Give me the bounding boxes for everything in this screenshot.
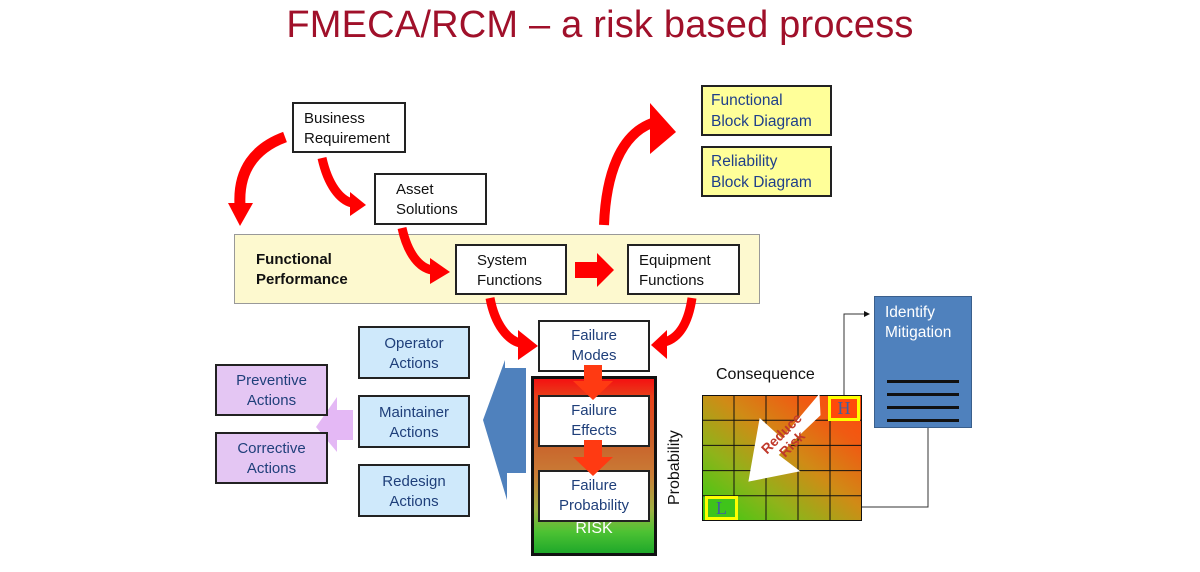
box-line: Actions (389, 424, 439, 441)
system-functions-box: System Functions (455, 244, 567, 295)
box-line: Functions (477, 272, 543, 289)
box-line: Failure (571, 327, 617, 344)
box-line: Reliability (711, 153, 778, 170)
maintainer-actions-box: Maintainer Actions (358, 395, 470, 448)
high-risk-marker: H (828, 396, 860, 421)
equipment-functions-box: Equipment Functions (627, 244, 740, 295)
box-line: Block Diagram (711, 113, 812, 130)
failure-effects-box: Failure Effects (538, 395, 650, 447)
arrow-business-to-asset (317, 156, 354, 208)
box-line: Actions (246, 460, 297, 477)
slide-title: FMECA/RCM – a risk based process (286, 4, 914, 46)
arrow-head (430, 258, 450, 284)
box-line: Modes (571, 347, 617, 364)
arrow-head (350, 192, 366, 216)
low-risk-marker: L (705, 496, 738, 520)
arrow-asset-to-system (397, 226, 434, 275)
mitigation-line-2: Mitigation (885, 324, 952, 341)
label-line-1: Functional (256, 251, 332, 268)
box-line: Equipment (639, 252, 711, 269)
redesign-actions-box: Redesign Actions (358, 464, 470, 517)
box-line: Functions (639, 272, 705, 289)
document-text-line (887, 380, 959, 383)
box-line: Solutions (396, 201, 458, 218)
arrow-system-to-failure-modes (485, 297, 522, 348)
box-line: Maintainer (378, 404, 450, 421)
preventive-actions-box: Preventive Actions (215, 364, 328, 416)
purple-arrow-to-preventive-corrective (316, 397, 353, 452)
box-line: System (477, 252, 528, 269)
risk-label: RISK (575, 520, 613, 537)
box-line: Business (304, 110, 365, 127)
box-line: Operator (384, 335, 444, 352)
functional-performance-label: Functional Performance (256, 250, 348, 290)
failure-modes-box: Failure Modes (538, 320, 650, 372)
blue-arrow-to-actions (483, 360, 526, 500)
arrow-head (651, 330, 667, 359)
arrow-to-block-diagrams (599, 118, 655, 226)
arrow-business-to-band (234, 131, 288, 206)
box-line: Redesign (382, 473, 446, 490)
business-requirement-box: Business Requirement (292, 102, 406, 153)
corrective-actions-box: Corrective Actions (215, 432, 328, 484)
mitigation-line-1: Identify (885, 304, 935, 321)
arrow-modes-to-effects (573, 365, 613, 400)
box-line: Failure (571, 477, 617, 494)
box-line: Actions (389, 355, 439, 372)
probability-axis-label: Probability (666, 430, 683, 505)
box-line: Preventive (236, 372, 307, 389)
asset-solutions-box: Asset Solutions (374, 173, 487, 225)
connector-arrowhead (864, 311, 870, 317)
reliability-block-diagram-box: Reliability Block Diagram (701, 146, 832, 197)
consequence-axis-label: Consequence (716, 366, 815, 383)
box-line: Failure (571, 402, 617, 419)
operator-actions-box: Operator Actions (358, 326, 470, 379)
functional-block-diagram-box: Functional Block Diagram (701, 85, 832, 136)
reduce-risk-arrow (748, 395, 821, 482)
box-line: Functional (711, 92, 783, 109)
box-line: Probability (558, 497, 630, 514)
arrow-head (518, 330, 538, 360)
document-text-line (887, 406, 959, 409)
box-line: Asset (396, 181, 434, 198)
box-line: Requirement (304, 130, 390, 147)
label-line-2: Performance (256, 271, 348, 288)
arrow-head (228, 203, 253, 226)
arrow-equipment-to-failure-modes (663, 297, 697, 347)
identify-mitigation-document: Identify Mitigation (874, 296, 972, 428)
box-line: Block Diagram (711, 174, 812, 191)
reduce-risk-arrow-shape (748, 395, 821, 482)
document-text-line (887, 393, 959, 396)
arrow-system-to-equipment (575, 253, 614, 287)
document-text-line (887, 419, 959, 422)
failure-probability-box: Failure Probability (538, 470, 650, 522)
box-line: Corrective (237, 440, 306, 457)
arrow-head (650, 103, 676, 154)
box-line: Actions (389, 493, 439, 510)
box-line: Effects (571, 422, 617, 439)
arrow-effects-to-probability (573, 440, 613, 476)
box-line: Actions (246, 392, 297, 409)
connector-h-to-mitigation (843, 313, 864, 397)
